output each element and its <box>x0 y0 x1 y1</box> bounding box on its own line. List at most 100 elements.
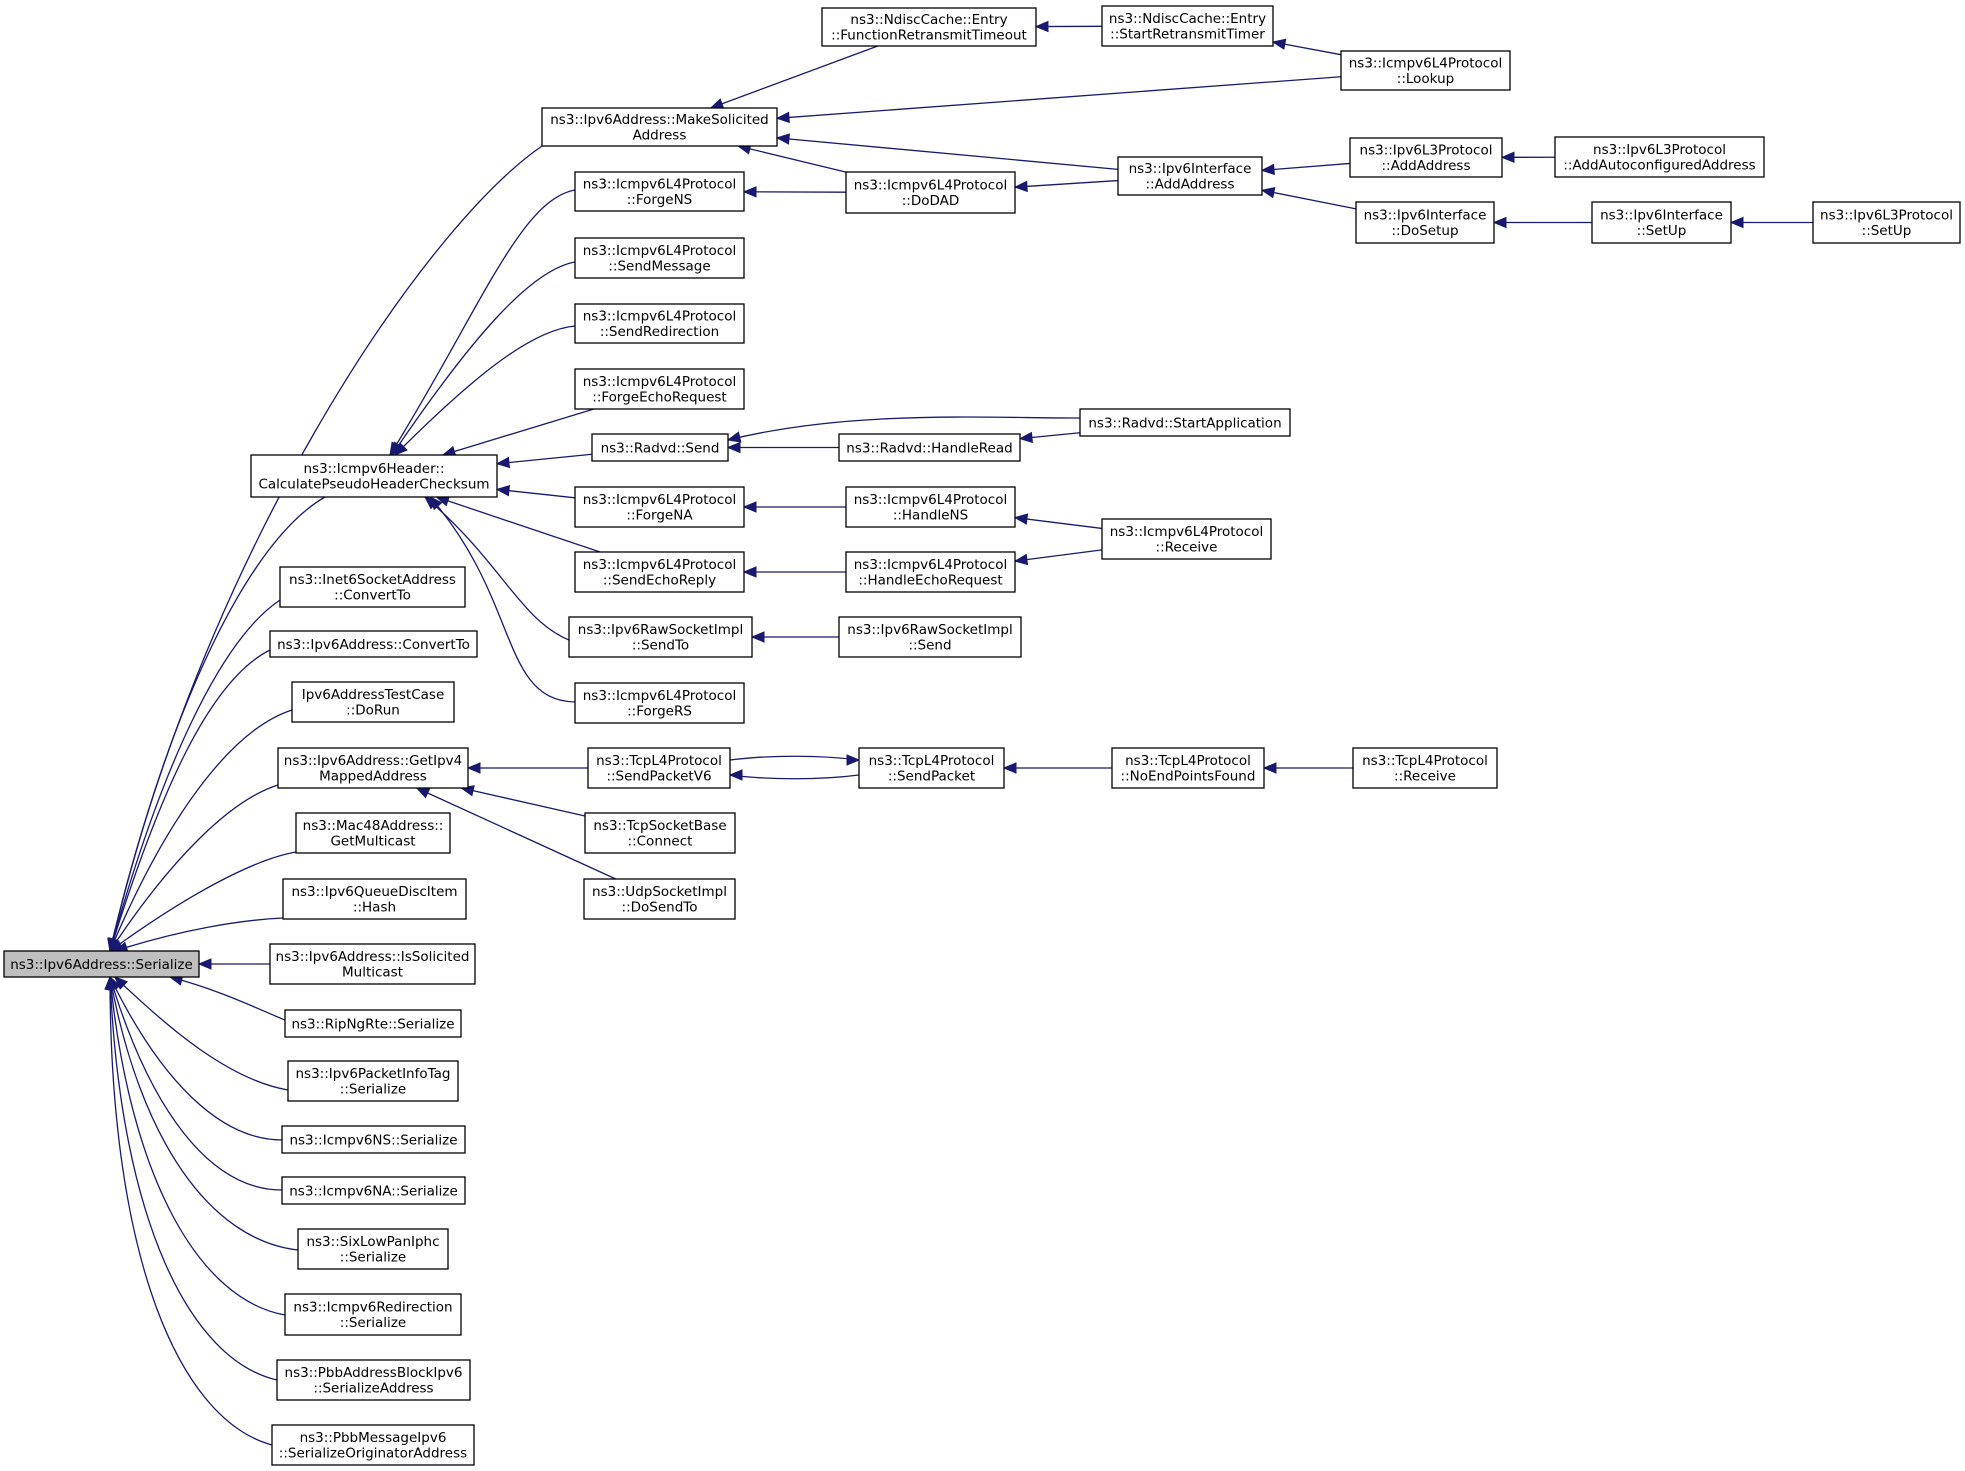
edge-handlens-to-forgena-arrowhead <box>742 501 757 513</box>
node-label: ns3::Ipv6Interface <box>1129 161 1252 177</box>
node-tcprecv[interactable]: ns3::TcpL4Protocol::Receive <box>1352 747 1498 789</box>
node-label: ns3::Inet6SocketAddress <box>289 572 456 588</box>
node-sixlow[interactable]: ns3::SixLowPanIphc::Serialize <box>297 1228 449 1270</box>
node-sendechoreply[interactable]: ns3::Icmpv6L4Protocol::SendEchoReply <box>574 551 745 593</box>
node-receive6[interactable]: ns3::Icmpv6L4Protocol::Receive <box>1101 518 1272 560</box>
node-l3autoadd[interactable]: ns3::Ipv6L3Protocol::AddAutoconfiguredAd… <box>1554 136 1765 178</box>
edge-tcpsend-to-tcpsendv6 <box>729 774 860 780</box>
node-box <box>1101 518 1272 560</box>
node-label: ns3::Icmpv6L4Protocol <box>583 243 737 259</box>
edge-pbbaddr-to-root <box>109 976 278 1381</box>
node-handleecho[interactable]: ns3::Icmpv6L4Protocol::HandleEchoRequest <box>845 551 1016 593</box>
node-label: GetMulticast <box>330 834 415 850</box>
node-box <box>284 1009 462 1038</box>
edge-dosetup-to-ifaceadd <box>1261 189 1357 210</box>
node-testcase[interactable]: Ipv6AddressTestCase::DoRun <box>291 681 455 723</box>
node-l3add[interactable]: ns3::Ipv6L3Protocol::AddAddress <box>1349 137 1503 178</box>
node-radvdsend[interactable]: ns3::Radvd::Send <box>591 433 729 462</box>
node-l3setup[interactable]: ns3::Ipv6L3Protocol::SetUp <box>1812 201 1961 244</box>
node-label: ns3::Icmpv6L4Protocol <box>854 557 1008 573</box>
edge-radvdsend-to-calcpseudo-arrowhead <box>495 456 511 469</box>
node-label: ns3::Ipv6Address::ConvertTo <box>277 637 470 653</box>
node-label: ::Send <box>908 638 951 654</box>
node-radvdstart[interactable]: ns3::Radvd::StartApplication <box>1079 408 1291 437</box>
node-rawsendto[interactable]: ns3::Ipv6RawSocketImpl::SendTo <box>568 616 753 658</box>
edge-ipv6conv-to-root <box>109 649 271 952</box>
node-forgens[interactable]: ns3::Icmpv6L4Protocol::ForgeNS <box>574 171 745 212</box>
node-tcpsend[interactable]: ns3::TcpL4Protocol::SendPacket <box>858 747 1005 789</box>
node-funcretx[interactable]: ns3::NdiscCache::Entry::FunctionRetransm… <box>821 7 1037 47</box>
node-rawsend[interactable]: ns3::Ipv6RawSocketImpl::Send <box>838 616 1022 658</box>
edge-forgena-to-calcpseudo <box>496 488 576 499</box>
node-qhash[interactable]: ns3::Ipv6QueueDiscItem::Hash <box>282 878 467 920</box>
node-noend[interactable]: ns3::TcpL4Protocol::NoEndPointsFound <box>1111 747 1265 789</box>
edge-forgens-to-calcpseudo <box>389 189 576 456</box>
node-ipv6conv[interactable]: ns3::Ipv6Address::ConvertTo <box>269 630 478 658</box>
node-sendmsg[interactable]: ns3::Icmpv6L4Protocol::SendMessage <box>574 237 745 279</box>
node-forgena[interactable]: ns3::Icmpv6L4Protocol::ForgeNA <box>574 486 745 528</box>
edge-receive6-to-handlens-arrowhead <box>1013 513 1029 525</box>
node-label: ns3::Icmpv6Redirection <box>293 1300 452 1316</box>
edge-sendredir-to-calcpseudo-arrowhead <box>394 442 408 456</box>
edge-sixlow-to-root <box>109 976 299 1251</box>
node-tcpsendv6[interactable]: ns3::TcpL4Protocol::SendPacketV6 <box>587 747 731 789</box>
node-label: ::NoEndPointsFound <box>1121 769 1256 785</box>
node-label: ns3::Icmpv6L4Protocol <box>854 492 1008 508</box>
node-dodad[interactable]: ns3::Icmpv6L4Protocol::DoDAD <box>845 171 1016 214</box>
node-sendredir[interactable]: ns3::Icmpv6L4Protocol::SendRedirection <box>574 303 745 344</box>
node-ripng[interactable]: ns3::RipNgRte::Serialize <box>284 1009 462 1038</box>
node-pbbmsg[interactable]: ns3::PbbMessageIpv6::SerializeOriginator… <box>271 1424 475 1466</box>
node-label: ns3::Radvd::Send <box>601 440 720 456</box>
node-root[interactable]: ns3::Ipv6Address::Serialize <box>3 950 200 978</box>
node-mac48[interactable]: ns3::Mac48Address::GetMulticast <box>295 812 451 854</box>
node-label: ::AddAddress <box>1146 177 1235 193</box>
node-pbbaddr[interactable]: ns3::PbbAddressBlockIpv6::SerializeAddre… <box>276 1359 471 1401</box>
node-handlens[interactable]: ns3::Icmpv6L4Protocol::HandleNS <box>845 486 1016 528</box>
edge-ifsetup-to-dosetup-arrowhead <box>1492 216 1507 229</box>
node-na[interactable]: ns3::Icmpv6NA::Serialize <box>281 1176 466 1205</box>
node-box <box>838 616 1022 658</box>
node-radvdread[interactable]: ns3::Radvd::HandleRead <box>838 433 1021 462</box>
node-ns[interactable]: ns3::Icmpv6NS::Serialize <box>281 1125 466 1154</box>
node-box <box>1101 5 1274 47</box>
node-tcpconnect[interactable]: ns3::TcpSocketBase::Connect <box>584 812 736 854</box>
edge-radvdstart-to-radvdsend <box>727 416 1081 441</box>
node-label: ns3::Ipv6Address::MakeSolicited <box>550 112 769 128</box>
node-dosetup[interactable]: ns3::Ipv6Interface::DoSetup <box>1355 201 1495 244</box>
edge-inet6conv-to-root <box>109 599 281 952</box>
edge-funcretx-to-makesol <box>710 45 879 109</box>
node-box <box>271 1424 475 1466</box>
node-label: ::AddAutoconfiguredAddress <box>1563 158 1755 174</box>
node-label: ns3::TcpL4Protocol <box>1125 753 1251 769</box>
node-forgers[interactable]: ns3::Icmpv6L4Protocol::ForgeRS <box>574 682 745 724</box>
node-ifaceadd[interactable]: ns3::Ipv6Interface::AddAddress <box>1117 156 1263 196</box>
edge-ns-to-root <box>109 976 283 1141</box>
node-redir[interactable]: ns3::Icmpv6Redirection::Serialize <box>284 1293 462 1336</box>
node-box <box>845 551 1016 593</box>
node-calcpseudo[interactable]: ns3::Icmpv6Header::CalculatePseudoHeader… <box>250 454 498 498</box>
node-box <box>281 1125 466 1154</box>
node-lookup[interactable]: ns3::Icmpv6L4Protocol::Lookup <box>1340 50 1511 91</box>
edge-tcpsend-to-tcpsendv6-arrowhead <box>728 769 743 781</box>
node-box <box>276 1359 471 1401</box>
edge-udpsendto-to-getipv4-arrowhead <box>415 787 431 799</box>
edge-noend-to-tcpsend-arrowhead <box>1002 762 1017 774</box>
node-inet6conv[interactable]: ns3::Inet6SocketAddress::ConvertTo <box>279 566 466 608</box>
node-pktinfo[interactable]: ns3::Ipv6PacketInfoTag::Serialize <box>287 1060 459 1102</box>
node-label: ns3::SixLowPanIphc <box>306 1234 439 1250</box>
node-label: ns3::Ipv6QueueDiscItem <box>291 884 457 900</box>
node-udpsendto[interactable]: ns3::UdpSocketImpl::DoSendTo <box>583 878 736 920</box>
node-forgeecho[interactable]: ns3::Icmpv6L4Protocol::ForgeEchoRequest <box>574 368 745 410</box>
node-ifsetup[interactable]: ns3::Ipv6Interface::SetUp <box>1591 201 1732 244</box>
node-label: ns3::Ipv6Address::IsSolicited <box>276 949 470 965</box>
node-box <box>574 368 745 410</box>
node-box <box>574 303 745 344</box>
edge-ripng-to-root <box>169 976 286 1021</box>
node-label: ::SendMessage <box>608 259 710 275</box>
node-startretx[interactable]: ns3::NdiscCache::Entry::StartRetransmitT… <box>1101 5 1274 47</box>
node-box <box>845 171 1016 214</box>
node-label: ns3::Ipv6L3Protocol <box>1360 143 1493 159</box>
